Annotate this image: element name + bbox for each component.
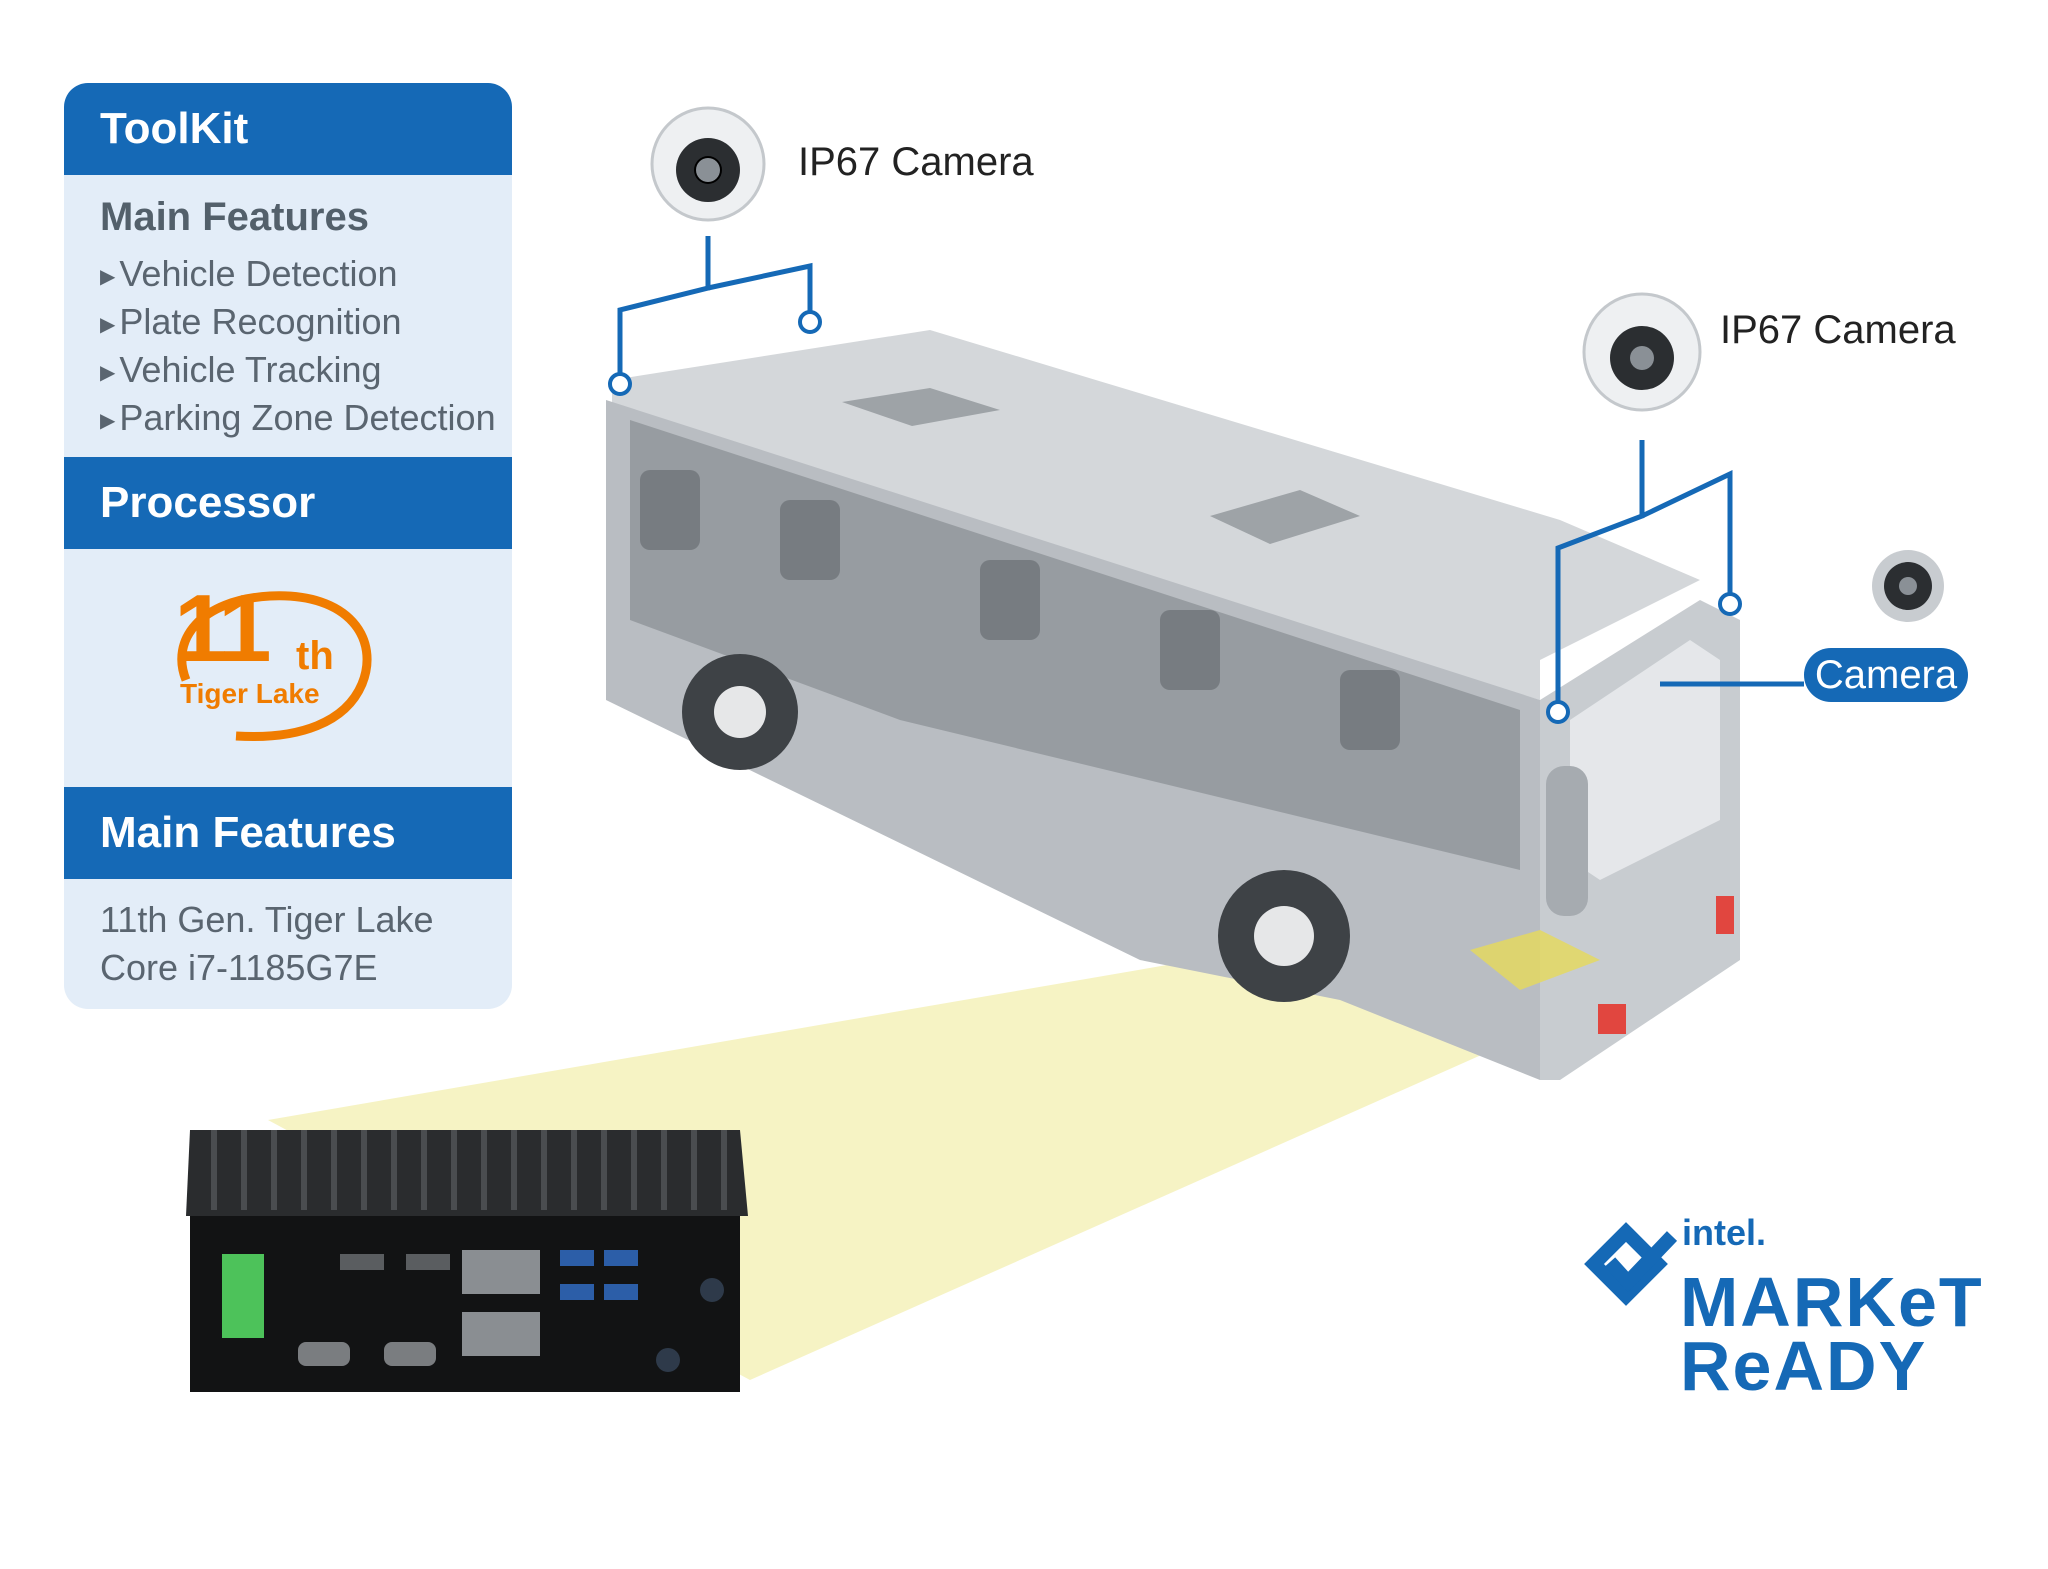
- wire-node: [798, 310, 822, 334]
- toolkit-title: ToolKit: [64, 83, 512, 175]
- triangle-bullet-icon: ▶: [100, 313, 116, 336]
- feature-item: ▶Plate Recognition: [100, 301, 402, 342]
- triangle-bullet-icon: ▶: [100, 361, 116, 384]
- intel-brand: intel.: [1682, 1212, 1767, 1253]
- features-heading: Main Features: [100, 195, 369, 239]
- triangle-bullet-icon: ▶: [100, 409, 116, 432]
- camera-1-label: IP67 Camera: [798, 140, 1034, 184]
- bus: [606, 330, 1740, 1080]
- toolkit-panel: ToolKit Main Features ▶Vehicle Detection…: [64, 83, 512, 1009]
- wire-node: [1546, 700, 1570, 724]
- spec-line: Core i7-1185G7E: [100, 947, 378, 988]
- camera-2-label: IP67 Camera: [1720, 308, 1956, 352]
- processor-title: Processor: [64, 457, 512, 549]
- processor-gen-suffix: th: [296, 634, 334, 678]
- dome-camera-1: [650, 106, 766, 222]
- camera-3-label: Camera: [1804, 648, 1968, 702]
- dome-camera-2: [1582, 292, 1702, 412]
- industrial-pc: [186, 1130, 748, 1392]
- feature-item: ▶Vehicle Tracking: [100, 349, 382, 390]
- underbody-camera-box: [1470, 930, 1600, 990]
- dome-camera-3: [1872, 550, 1944, 622]
- spec-line: 11th Gen. Tiger Lake: [100, 899, 434, 940]
- processor-gen-number: 11: [174, 575, 272, 682]
- wire-node: [1718, 592, 1742, 616]
- wire-node: [608, 372, 632, 396]
- logo-line-2: ReADY: [1680, 1327, 1928, 1405]
- logo-line-1: MARKeT: [1680, 1263, 1984, 1341]
- intel-check-icon: [1584, 1222, 1678, 1306]
- feature-item: ▶Parking Zone Detection: [100, 397, 496, 438]
- main-features-title: Main Features: [64, 787, 512, 879]
- camera-wiring: [617, 236, 1804, 712]
- triangle-bullet-icon: ▶: [100, 265, 116, 288]
- processor-name: Tiger Lake: [180, 678, 320, 709]
- feature-item: ▶Vehicle Detection: [100, 253, 398, 294]
